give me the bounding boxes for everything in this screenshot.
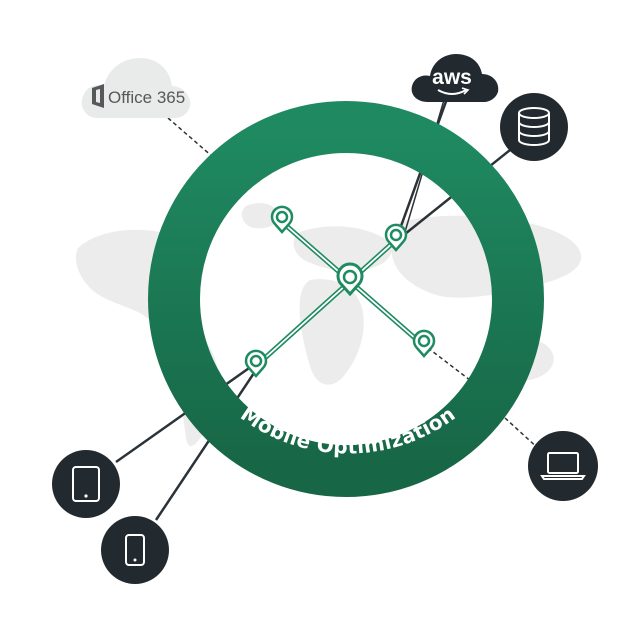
- tablet-link: [115, 364, 253, 464]
- office-logo-icon: [92, 84, 104, 108]
- aws-node: aws: [411, 54, 499, 102]
- smartphone-icon: [125, 534, 145, 566]
- office365-cloud-icon: [81, 58, 191, 118]
- office365-node: Office 365: [81, 58, 191, 118]
- aws-smile-icon: [437, 89, 467, 95]
- tablet-node: [52, 450, 120, 518]
- optimization-ring: [148, 101, 544, 497]
- database-icon: [518, 107, 550, 146]
- phone-link: [154, 369, 258, 521]
- office365-label: Office 365: [108, 88, 185, 107]
- pin-node-bottom-left: [244, 349, 268, 378]
- aws-cloud-icon: [411, 54, 499, 102]
- tablet-icon: [72, 466, 100, 502]
- phone-node: [101, 516, 169, 584]
- office-link-outer: [167, 117, 245, 185]
- pin-node-top-left: [270, 205, 294, 234]
- pin-node-top-right: [384, 223, 408, 252]
- laptop-link-outer: [504, 417, 541, 451]
- pin-node-bottom-right: [412, 329, 436, 358]
- database-node: [500, 93, 568, 161]
- laptop-node: [528, 431, 598, 501]
- aws-label: aws: [432, 66, 472, 89]
- laptop-icon: [540, 452, 586, 480]
- pin-node-center: [336, 262, 364, 297]
